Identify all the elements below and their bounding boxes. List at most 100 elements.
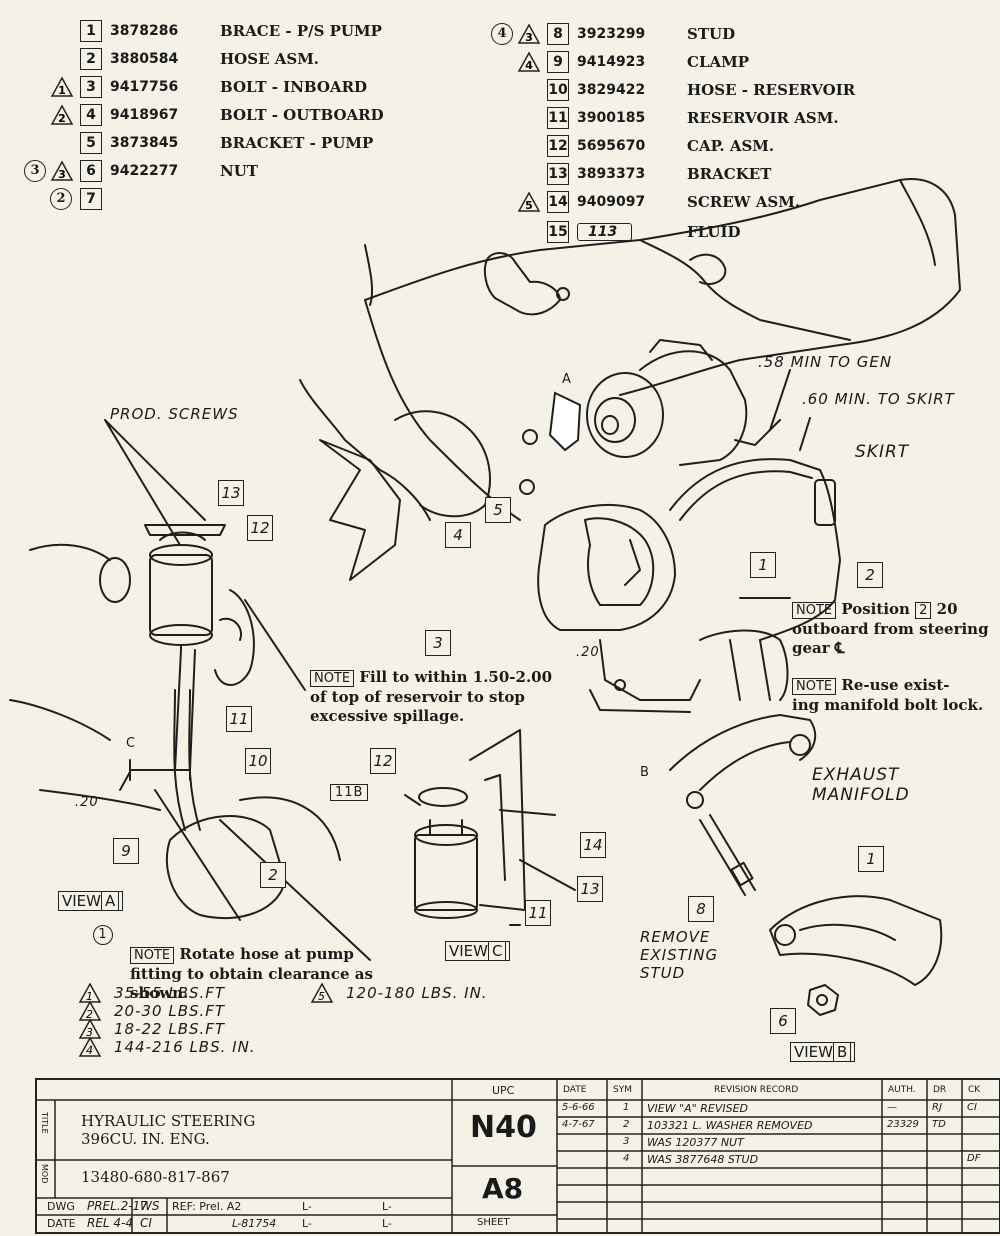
note-fill: NOTE Fill to within 1.50-2.00 of top of … bbox=[310, 668, 552, 726]
part-number: 3893373 bbox=[577, 166, 646, 182]
svg-text:4: 4 bbox=[86, 1044, 94, 1057]
callout-12-view-a: 12 bbox=[247, 515, 273, 541]
svg-text:5: 5 bbox=[525, 199, 533, 212]
ref-11b: 11B bbox=[330, 784, 369, 801]
note-fill-line2: of top of reservoir to stop bbox=[310, 688, 525, 706]
part-name: BOLT - OUTBOARD bbox=[220, 106, 384, 124]
part-number: 9417756 bbox=[110, 79, 179, 95]
remove-label-1: REMOVE bbox=[640, 928, 711, 946]
triangle-note-icon: 3 bbox=[517, 23, 541, 44]
remove-label-3: STUD bbox=[640, 964, 686, 982]
fan-blade bbox=[319, 439, 401, 581]
svg-text:3: 3 bbox=[525, 31, 533, 44]
pump-brace bbox=[769, 895, 943, 986]
part-number-box: 4 bbox=[80, 104, 102, 126]
part-number-box: 5 bbox=[80, 132, 102, 154]
ref-label: REF: Prel. A2 bbox=[172, 1200, 242, 1213]
note-reuse-line2: ing manifold bolt lock. bbox=[792, 696, 984, 714]
dwg-initials: WS bbox=[140, 1199, 160, 1213]
revision-header: DR bbox=[933, 1085, 947, 1095]
callout-11-view-c: 11 bbox=[525, 900, 551, 926]
part-name: STUD bbox=[687, 25, 736, 43]
title-line-1: HYRAULIC STEERING bbox=[81, 1112, 256, 1130]
svg-text:3: 3 bbox=[86, 1026, 94, 1039]
triangle-note-icon: 2 bbox=[50, 104, 74, 125]
callout-1-top: 1 bbox=[750, 552, 776, 578]
svg-text:2: 2 bbox=[58, 112, 66, 125]
note-fill-line1: Fill to within 1.50-2.00 bbox=[359, 668, 553, 686]
part-name: BOLT - INBOARD bbox=[220, 78, 368, 96]
part-number-box: 9 bbox=[547, 51, 569, 73]
mod-number: 13480-680-817-867 bbox=[81, 1168, 230, 1186]
torque-spec: 5 120-180 LBS. IN. bbox=[310, 982, 488, 1004]
callout-10: 10 bbox=[245, 748, 271, 774]
part-number: 3900185 bbox=[577, 110, 646, 126]
part-row-marks: 1 bbox=[50, 76, 76, 98]
note-reuse: NOTE Re-use exist- ing manifold bolt loc… bbox=[792, 676, 983, 715]
revision-header: SYM bbox=[613, 1085, 632, 1095]
revision-cell: WAS 120377 NUT bbox=[647, 1136, 744, 1149]
view-a-letter: A bbox=[101, 891, 120, 911]
part-number-box: 1 bbox=[80, 20, 102, 42]
revision-cell: WAS 3877648 STUD bbox=[647, 1153, 759, 1166]
part-number-box: 10 bbox=[547, 79, 569, 101]
note-fill-line3: excessive spillage. bbox=[310, 707, 465, 725]
sheet-label: SHEET bbox=[477, 1217, 510, 1228]
view-a-marker: A bbox=[562, 372, 572, 387]
note-position-line3: gear ℄ bbox=[792, 639, 845, 657]
view-b-letter: B bbox=[833, 1042, 852, 1062]
triangle-note-icon: 3 bbox=[50, 160, 74, 181]
part-name: BRACKET bbox=[687, 165, 772, 183]
svg-text:1: 1 bbox=[86, 990, 94, 1003]
part-number: 3880584 bbox=[110, 51, 179, 67]
revision-header: AUTH. bbox=[888, 1085, 916, 1095]
part-number: 9422277 bbox=[110, 163, 179, 179]
upc-value: N40 bbox=[470, 1110, 537, 1145]
manifold-label: MANIFOLD bbox=[812, 785, 910, 805]
part-number: 9409097 bbox=[577, 194, 646, 210]
note-position-line2: outboard from steering bbox=[792, 620, 989, 638]
part-row-marks: 2 bbox=[50, 188, 76, 210]
callout-4: 4 bbox=[445, 522, 471, 548]
skirt-label: SKIRT bbox=[855, 442, 910, 462]
callout-12-view-c: 12 bbox=[370, 748, 396, 774]
exhaust-manifold bbox=[669, 714, 817, 771]
revision-header: CK bbox=[968, 1085, 981, 1095]
part-name: HOSE ASM. bbox=[220, 50, 320, 68]
part-number-box: 14 bbox=[547, 191, 569, 213]
revision-cell: 5-6-66 bbox=[562, 1102, 595, 1113]
note-rotate-line3: shown. bbox=[130, 984, 189, 1002]
triangle-note-icon: 5 bbox=[310, 982, 334, 1003]
engine-drawing bbox=[9, 178, 961, 1016]
part-row-marks: 5 bbox=[517, 191, 543, 213]
ref-l1: L- bbox=[302, 1200, 312, 1213]
sheet-value: A8 bbox=[482, 1172, 524, 1205]
part-number: 3923299 bbox=[577, 26, 646, 42]
title-line-2: 396CU. IN. ENG. bbox=[81, 1130, 210, 1148]
view-c-letter: C bbox=[488, 941, 507, 961]
note-rotate-line2: fitting to obtain clearance as bbox=[130, 965, 373, 983]
part-number-box: 2 bbox=[80, 48, 102, 70]
upc-label: UPC bbox=[492, 1084, 515, 1097]
torque-spec-text: 18-22 LBS.FT bbox=[114, 1020, 226, 1038]
title-block: TITLE MOD HYRAULIC STEERING 396CU. IN. E… bbox=[35, 1078, 1000, 1234]
part-name: SCREW ASM. bbox=[687, 193, 801, 211]
circle-note-icon: 3 bbox=[24, 160, 46, 182]
torque-spec-text: 120-180 LBS. IN. bbox=[346, 984, 488, 1002]
revision-cell: — bbox=[887, 1102, 897, 1113]
part-number-box: 13 bbox=[547, 163, 569, 185]
reservoir-view-a bbox=[149, 554, 213, 636]
revision-cell: VIEW "A" REVISED bbox=[647, 1102, 748, 1115]
part-number-box: 8 bbox=[547, 23, 569, 45]
